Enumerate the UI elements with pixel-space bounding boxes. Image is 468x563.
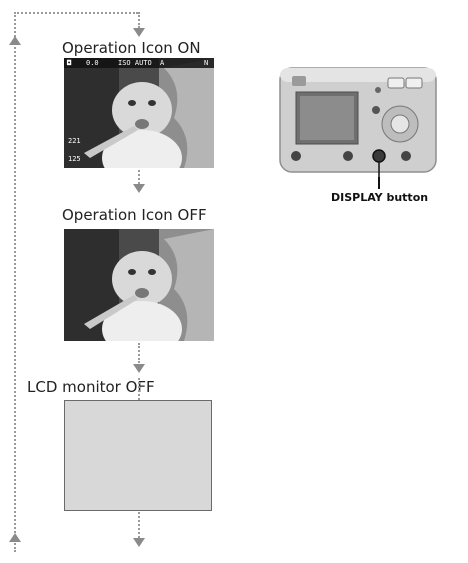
camera-mode-icon: ◘ (67, 59, 72, 67)
arrow-down-icon (133, 538, 145, 547)
state-label-lcd-off: LCD monitor OFF (27, 378, 155, 396)
arrow-down-icon (133, 28, 145, 37)
arrow-up-icon (9, 36, 21, 45)
baby-photo (64, 58, 214, 168)
cycle-line-top-right (138, 12, 140, 28)
lcd-preview-icon-off (64, 229, 214, 341)
cycle-line-top (14, 12, 138, 14)
arrow-up-icon (9, 533, 21, 542)
card-count: 125 (68, 155, 81, 163)
lcd-preview-icon-on: ◘ 0.0 ISO AUTO A N 221 125 (64, 58, 214, 168)
connector-line (138, 343, 140, 363)
connector-line (138, 170, 140, 184)
lcd-monitor-off (64, 400, 212, 511)
camera-back-illustration (279, 67, 437, 177)
connector-line (138, 512, 140, 538)
arrow-down-icon (133, 184, 145, 193)
state-label-icon-off: Operation Icon OFF (62, 206, 207, 224)
display-button-callout: DISPLAY button (331, 191, 429, 204)
flash-mode: A (160, 59, 165, 67)
quality-mode: N (204, 59, 209, 67)
iso-value: ISO AUTO (118, 59, 152, 67)
connector-line (138, 378, 140, 400)
callout-line (378, 177, 380, 189)
state-label-icon-on: Operation Icon ON (62, 39, 201, 57)
arrow-down-icon (133, 364, 145, 373)
ev-value: 0.0 (86, 59, 99, 67)
cycle-line-left (14, 12, 16, 552)
baby-photo (64, 229, 214, 341)
battery-count: 221 (68, 137, 81, 145)
